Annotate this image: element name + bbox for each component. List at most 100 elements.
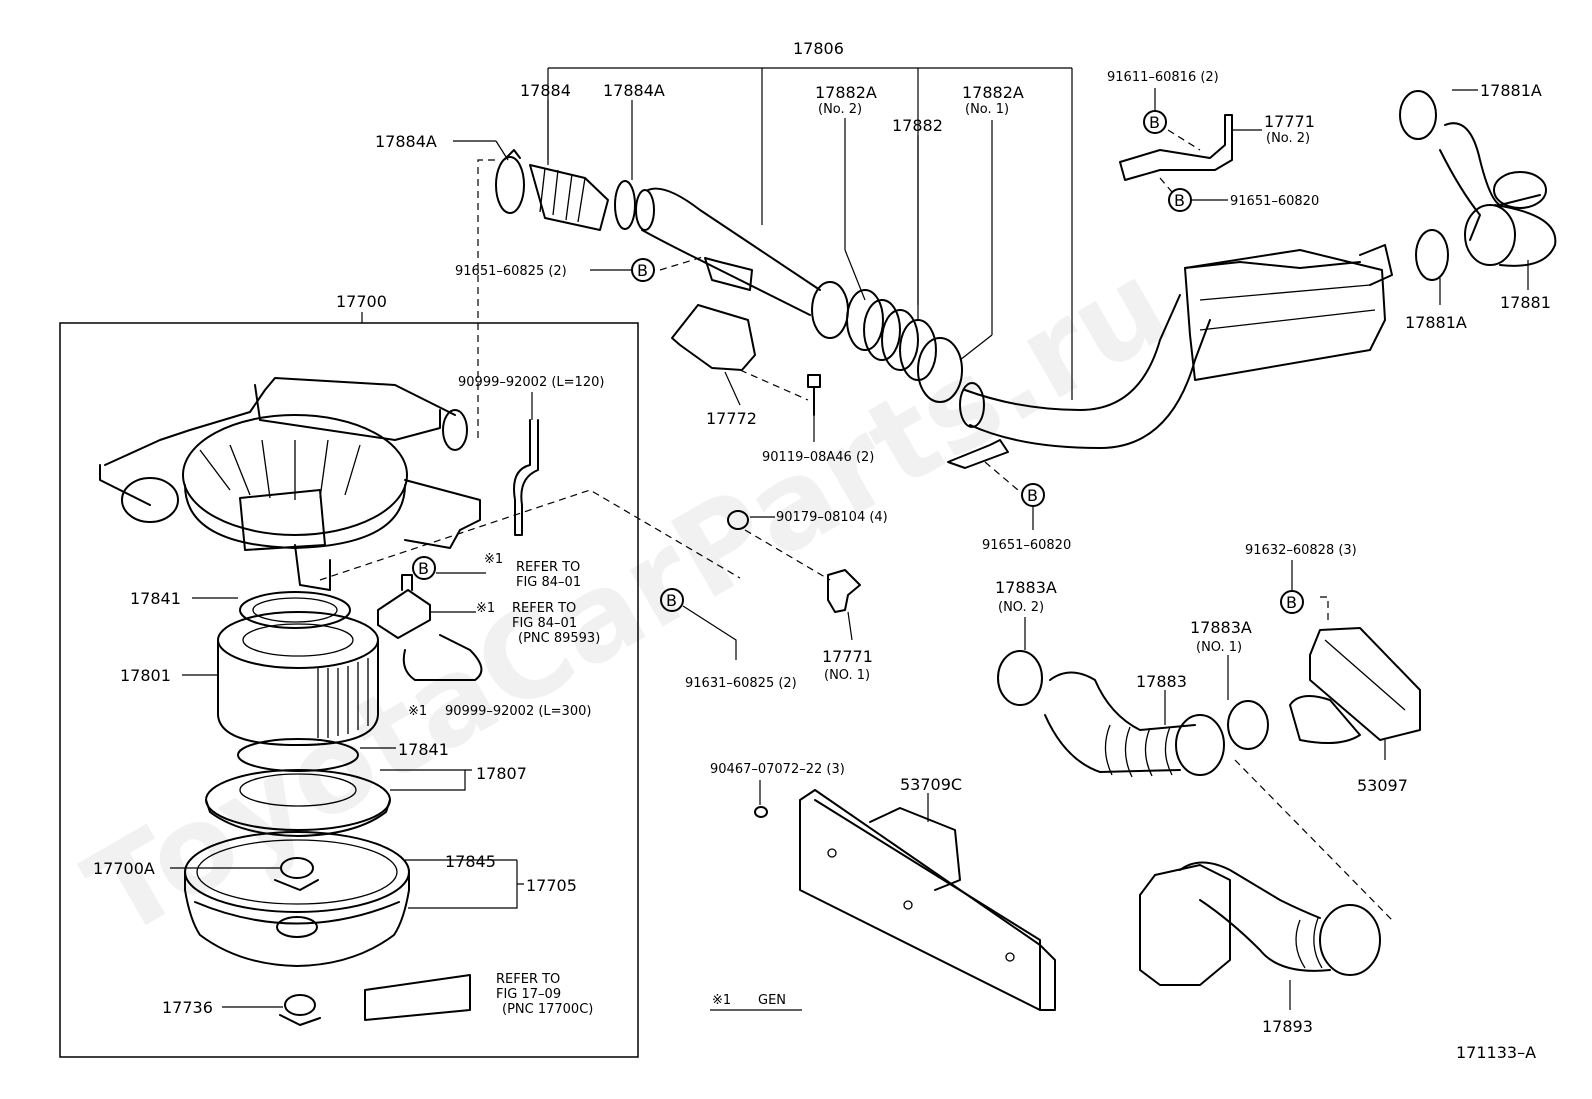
- resonator-17893: [1139, 861, 1381, 986]
- element-17801: [217, 611, 379, 746]
- note-text: GEN: [758, 993, 786, 1008]
- svg-text:B: B: [418, 559, 429, 578]
- label-17893: 17893: [1262, 1017, 1313, 1036]
- vsv-valve: [377, 574, 483, 681]
- grommet-90179: [727, 510, 749, 530]
- label-17881a-top: 17881A: [1480, 81, 1542, 100]
- diagram-id: 171133–A: [1456, 1043, 1536, 1062]
- ref2-line3: (PNC 89593): [518, 631, 600, 646]
- svg-text:B: B: [1286, 593, 1297, 612]
- note-mark: ※1: [712, 993, 731, 1008]
- label-91631: 91631–60825 (2): [685, 676, 797, 691]
- label-17841-bottom: 17841: [398, 740, 449, 759]
- ref2-mark: ※1: [476, 601, 495, 616]
- label-17771-no2: 17771: [1264, 112, 1315, 131]
- label-17883a-no1: 17883A: [1190, 618, 1252, 637]
- callout-b-91631: B: [660, 588, 684, 612]
- label-53709c: 53709C: [900, 775, 962, 794]
- hose-17883: [1044, 671, 1225, 778]
- label-17841-top: 17841: [130, 589, 181, 608]
- label-90999-l300: 90999–92002 (L=300): [445, 704, 591, 719]
- refer-panel-17700c: [364, 974, 471, 1021]
- body-17705: [184, 831, 410, 967]
- callout-b-91651-60825: B: [631, 258, 655, 282]
- label-17881: 17881: [1500, 293, 1551, 312]
- label-17882a-no2: 17882A: [815, 83, 877, 102]
- label-17884a-left: 17884A: [375, 132, 437, 151]
- clamp-17883a-no1: [1227, 700, 1269, 750]
- clamp-17881a-bottom: [1415, 229, 1449, 281]
- screw-90467: [754, 806, 768, 818]
- label-91651-top: 91651–60820: [1230, 194, 1319, 209]
- svg-text:B: B: [637, 261, 648, 280]
- label-17807: 17807: [476, 764, 527, 783]
- bracket-17772: [671, 304, 756, 371]
- ref2-line1: REFER TO: [512, 601, 576, 616]
- bellow-17882: [846, 289, 963, 403]
- label-17881a-bottom: 17881A: [1405, 313, 1467, 332]
- callout-b-91632: B: [1280, 590, 1304, 614]
- air-cleaner-cap: [99, 377, 481, 591]
- clamp-17882a-no2: [811, 281, 849, 339]
- label-17736: 17736: [162, 998, 213, 1017]
- label-17771-no1-sub: (NO. 1): [824, 668, 870, 683]
- clamp-17884a-left: [495, 149, 525, 214]
- bracket-17771-no2: [1119, 114, 1233, 181]
- label-17772: 17772: [706, 409, 757, 428]
- label-17806: 17806: [793, 39, 844, 58]
- inlet-53097: [1289, 627, 1421, 745]
- label-17700A: 17700A: [93, 859, 155, 878]
- callout-b-91651-mid: B: [1021, 483, 1045, 507]
- hose-17881: [1439, 122, 1557, 267]
- label-53097: 53097: [1357, 776, 1408, 795]
- ref1-line2: FIG 84–01: [516, 575, 581, 590]
- label-17705: 17705: [526, 876, 577, 895]
- refer-17-09-line2: FIG 17–09: [496, 987, 561, 1002]
- label-17882: 17882: [892, 116, 943, 135]
- hose-90999-l120: [513, 419, 539, 536]
- clip-17736: [279, 994, 321, 1026]
- label-17883a-no1-sub: (NO. 1): [1196, 640, 1242, 655]
- clamp-17884a-top: [614, 180, 636, 230]
- label-17884: 17884: [520, 81, 571, 100]
- ref1-mark: ※1: [484, 552, 503, 567]
- label-90179: 90179–08104 (4): [776, 510, 888, 525]
- duct-17806: [635, 187, 1211, 449]
- label-17883a-no2-sub: (NO. 2): [998, 600, 1044, 615]
- resonator-box: [1184, 244, 1393, 381]
- bracket-duct-tab: [704, 257, 753, 291]
- svg-text:B: B: [1027, 486, 1038, 505]
- label-17884a-top: 17884A: [603, 81, 665, 100]
- label-17882a-no1-sub: (No. 1): [965, 102, 1009, 117]
- svg-text:B: B: [666, 591, 677, 610]
- ref2-line2: FIG 84–01: [512, 616, 577, 631]
- bolt-90119: [807, 374, 821, 416]
- assembly-17700-frame: [59, 322, 639, 1058]
- label-90467: 90467–07072–22 (3): [710, 762, 845, 777]
- label-17771-no2-sub: (No. 2): [1266, 131, 1310, 146]
- ref1-line1: REFER TO: [516, 560, 580, 575]
- svg-text:B: B: [1174, 191, 1185, 210]
- label-17801: 17801: [120, 666, 171, 685]
- label-17771-no1: 17771: [822, 647, 873, 666]
- callout-b-refer-1: B: [412, 556, 436, 580]
- label-91632: 91632–60828 (3): [1245, 543, 1357, 558]
- label-17700: 17700: [336, 292, 387, 311]
- gasket-17841-top: [239, 591, 351, 629]
- label-91611: 91611–60816 (2): [1107, 70, 1219, 85]
- bracket-17771-no1: [827, 569, 861, 613]
- callout-b-91611: B: [1143, 110, 1167, 134]
- label-91651-mid: 91651–60820: [982, 538, 1071, 553]
- label-17882a-no2-sub: (No. 2): [818, 102, 862, 117]
- label-17845: 17845: [445, 852, 496, 871]
- svg-text:B: B: [1149, 113, 1160, 132]
- label-17883a-no2: 17883A: [995, 578, 1057, 597]
- connector-17884: [529, 164, 609, 231]
- bracket-duct-lower: [947, 439, 1009, 469]
- refer-17-09-line3: (PNC 17700C): [502, 1002, 593, 1017]
- label-90999-l120: 90999–92002 (L=120): [458, 375, 604, 390]
- label-90999-l300-mark: ※1: [408, 704, 427, 719]
- callout-b-91651-top: B: [1168, 188, 1192, 212]
- shield-53709c: [799, 789, 1056, 1011]
